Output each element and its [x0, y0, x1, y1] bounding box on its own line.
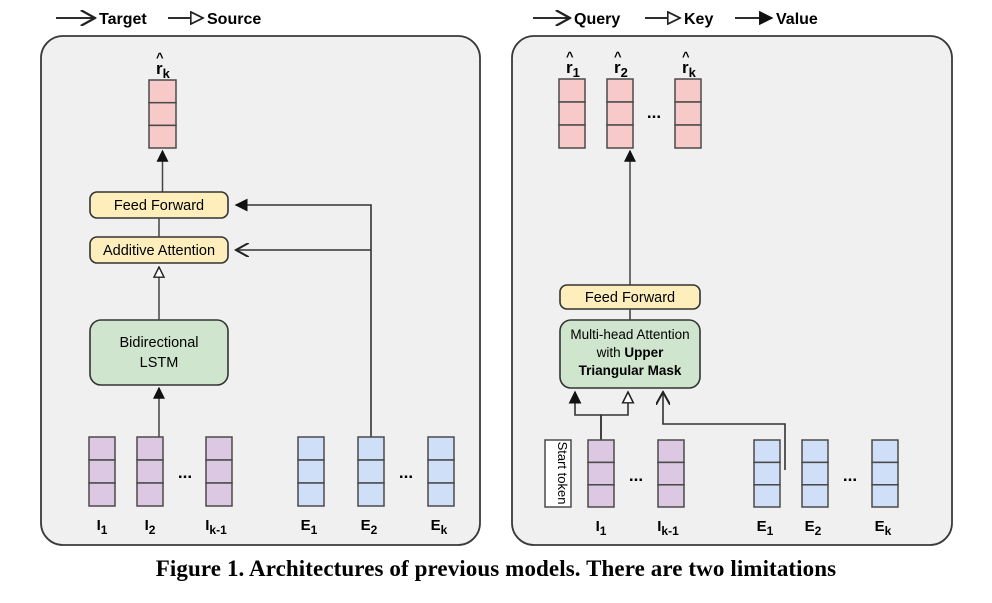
svg-text:rk: rk: [156, 59, 171, 81]
arrow-source-to-feed-forward: [236, 205, 372, 437]
output-stack: [606, 78, 634, 149]
token-stack: [88, 436, 116, 507]
right-feed-forward-label: Feed Forward: [585, 290, 675, 306]
left-token-label-e1: E1: [301, 517, 318, 537]
right-token-label-e1: E1: [757, 518, 774, 538]
token-stack: [136, 436, 164, 507]
right-output-ellipsis: ...: [647, 103, 661, 122]
left-input-token-stacks: [88, 436, 233, 507]
right-source-token-stacks: [753, 439, 899, 508]
output-stack: [674, 78, 702, 149]
right-output-label-r2: r2 ^: [614, 49, 628, 80]
right-source-ellipsis: ...: [843, 466, 857, 485]
legend-label-query: Query: [574, 11, 620, 28]
token-stack: [657, 439, 685, 508]
right-panel-frame: [511, 35, 953, 546]
svg-text:rk: rk: [682, 58, 697, 80]
legend-label-target: Target: [99, 11, 147, 28]
left-token-label-i2: I2: [145, 517, 156, 537]
right-output-label-r1: r1 ^: [566, 49, 580, 80]
left-token-label-i1: I1: [97, 517, 108, 537]
left-source-token-stacks: [297, 436, 455, 507]
token-stack: [357, 436, 385, 507]
hat-accent-icon: ^: [682, 49, 690, 64]
right-output-stacks: [558, 78, 702, 149]
right-output-label-rk: rk ^: [682, 49, 697, 80]
left-bilstm-label-line1: Bidirectional: [120, 335, 199, 351]
hat-accent-icon: ^: [614, 49, 622, 64]
token-stack: [871, 439, 899, 508]
legend-label-key: Key: [684, 11, 713, 28]
right-input-token-stacks: [587, 439, 685, 508]
right-input-ellipsis: ...: [629, 466, 643, 485]
right-mha-label-line1: Multi-head Attention: [570, 327, 689, 342]
arrow-value-to-mha: [663, 392, 786, 470]
hat-accent-icon: ^: [156, 50, 164, 65]
right-token-label-ek: Ek: [875, 518, 892, 538]
output-stack: [558, 78, 586, 149]
left-bilstm-box: [89, 319, 229, 386]
figure-caption: Figure 1. Architectures of previous mode…: [155, 556, 837, 581]
left-output-label-rk: rk ^: [156, 50, 171, 81]
token-stack: [587, 439, 615, 508]
legend-label-value: Value: [776, 11, 818, 28]
svg-text:r2: r2: [614, 58, 628, 80]
right-start-token-box: [544, 439, 572, 508]
token-stack: [427, 436, 455, 507]
left-source-ellipsis: ...: [399, 463, 413, 482]
left-token-label-e2: E2: [361, 517, 378, 537]
left-token-label-ek: Ek: [431, 517, 448, 537]
left-input-ellipsis: ...: [178, 463, 192, 482]
right-mha-label-line3: Triangular Mask: [579, 363, 682, 378]
token-stack: [753, 439, 781, 508]
legend-label-source: Source: [207, 11, 261, 28]
right-token-label-e2: E2: [805, 518, 822, 538]
token-stack: [205, 436, 233, 507]
token-stack: [297, 436, 325, 507]
right-start-token-label: Start token: [555, 442, 570, 505]
hat-accent-icon: ^: [566, 49, 574, 64]
output-hat-base: r: [156, 59, 163, 78]
svg-text:r1: r1: [566, 58, 580, 80]
token-stack: [801, 439, 829, 508]
right-token-label-ik1: Ik-1: [657, 518, 679, 538]
left-additive-attention-label: Additive Attention: [103, 243, 215, 259]
right-mha-label-line2: with Upper: [596, 345, 665, 360]
right-token-label-i1: I1: [596, 518, 607, 538]
left-bilstm-label-line2: LSTM: [140, 355, 179, 371]
left-token-label-ik1: Ik-1: [205, 517, 227, 537]
left-output-stack-rk: [148, 79, 177, 149]
left-feed-forward-label: Feed Forward: [114, 198, 204, 214]
output-hat-sub: k: [163, 66, 171, 81]
